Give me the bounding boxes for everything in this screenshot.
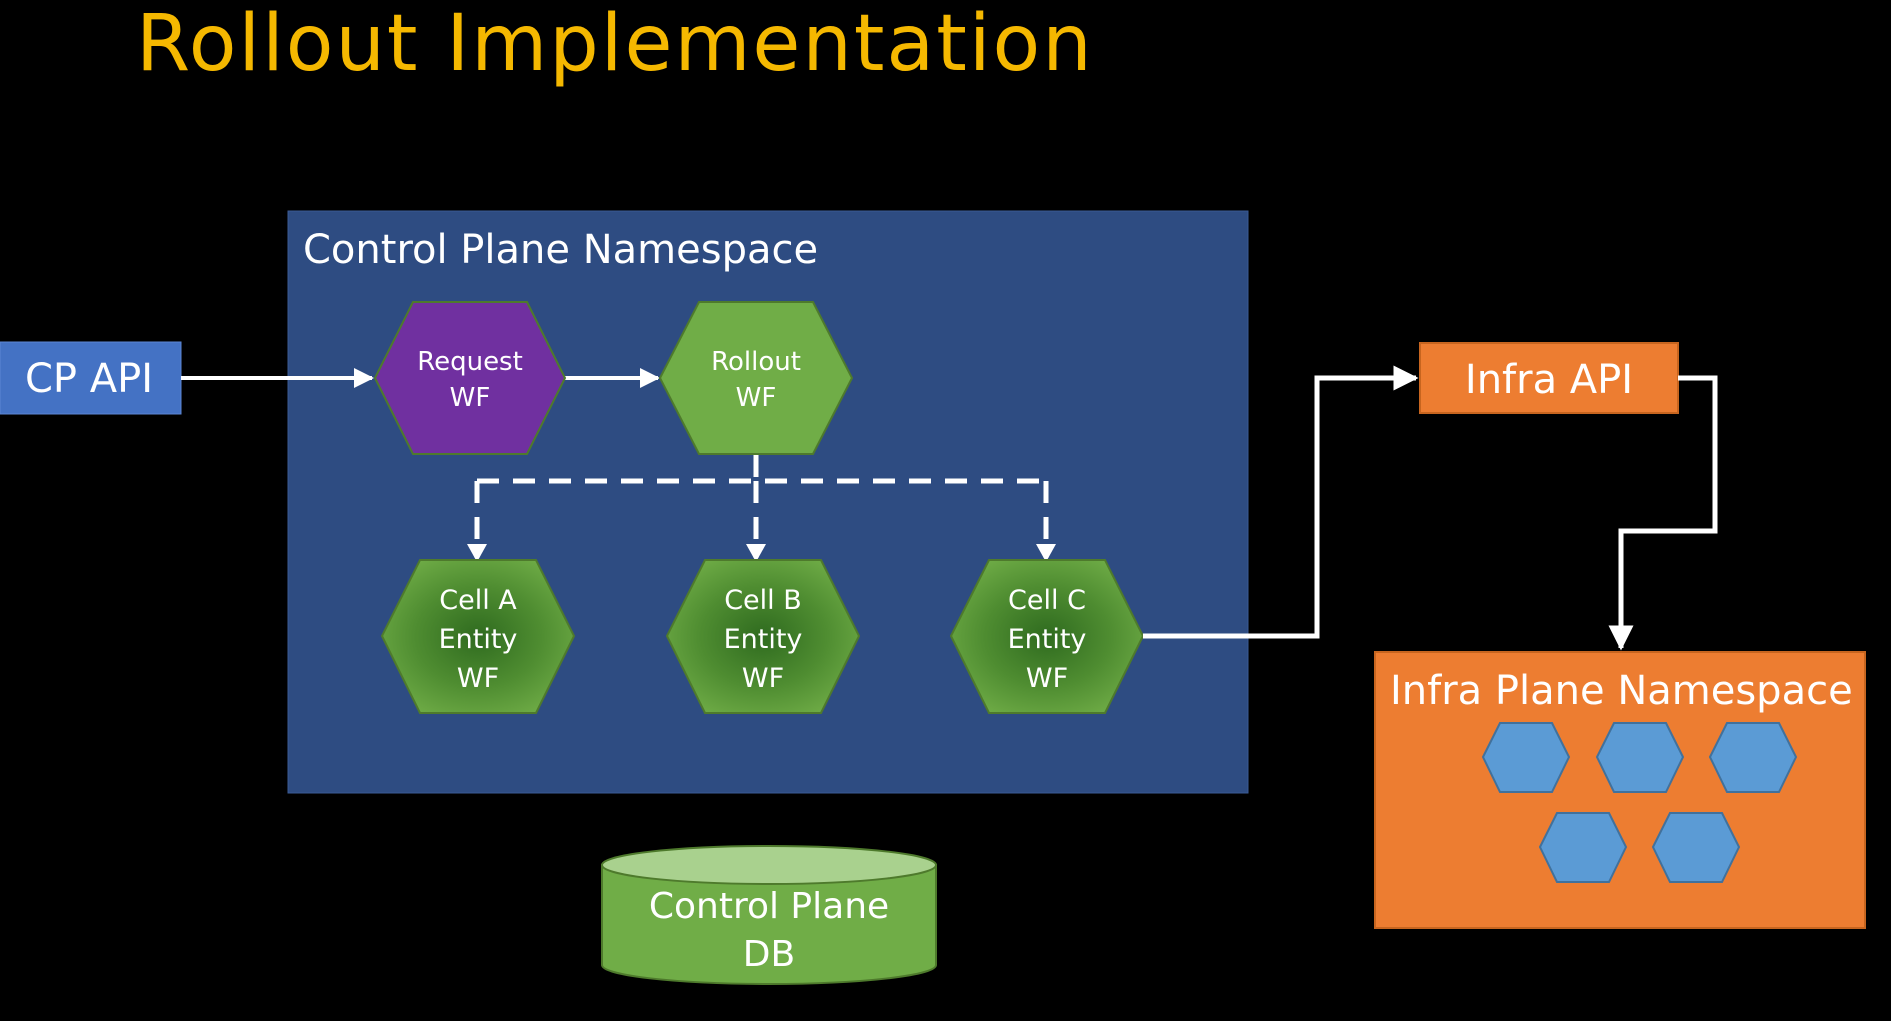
cell-b-entity-wf-hexagon: [665, 559, 861, 714]
cell-c-label-line1: Cell C: [1008, 585, 1086, 616]
slide-title: Rollout Implementation: [136, 0, 1094, 89]
cell-c-label-line3: WF: [1026, 663, 1068, 694]
cell-c-label-line2: Entity: [1008, 624, 1087, 655]
cp-api-box: [0, 341, 182, 415]
request-wf-hexagon: [373, 301, 567, 455]
rollout-wf-hexagon: [658, 301, 854, 455]
rollout-wf-label: Rollout: [711, 347, 801, 377]
infra-pod-hexagon: [1481, 722, 1571, 793]
infra-api-label: Infra API: [1465, 357, 1633, 403]
request-wf-label: Request: [417, 347, 523, 377]
cell-b-label-line1: Cell B: [724, 585, 802, 616]
rollout-fanout-dashed: [474, 455, 1049, 558]
cell-a-entity-wf-hexagon: [380, 559, 576, 714]
infra-plane-namespace-label: Infra Plane Namespace: [1390, 668, 1853, 714]
infra-pod-hexagon: [1595, 722, 1685, 793]
infra-pod-hexagon: [1538, 812, 1628, 883]
rollout-wf-label-line2: WF: [736, 383, 777, 413]
db-cylinder-body: [601, 864, 937, 985]
db-label-line1: Control Plane: [649, 886, 889, 927]
control-plane-db: Control Plane DB: [601, 845, 937, 985]
cell-a-label-line1: Cell A: [439, 585, 517, 616]
control-plane-namespace-label: Control Plane Namespace: [303, 227, 818, 273]
infra-pod-hexagon: [1651, 812, 1741, 883]
arrow-infra-api-to-infra-plane: [1608, 375, 1718, 651]
cell-a-label-line2: Entity: [439, 624, 518, 655]
cell-b-label-line2: Entity: [724, 624, 803, 655]
infra-api-box: [1419, 342, 1679, 414]
request-wf-label-line2: WF: [450, 383, 491, 413]
db-label-line2: DB: [743, 934, 795, 975]
cp-api-label: CP API: [25, 356, 153, 402]
cell-a-label-line3: WF: [457, 663, 499, 694]
infra-pod-hexagon: [1708, 722, 1798, 793]
cell-b-label-line3: WF: [742, 663, 784, 694]
rollout-fanout-arrowheads: [467, 544, 1056, 562]
db-cylinder-top: [601, 845, 937, 885]
arrow-cell-c-to-infra-api: [1143, 365, 1419, 639]
